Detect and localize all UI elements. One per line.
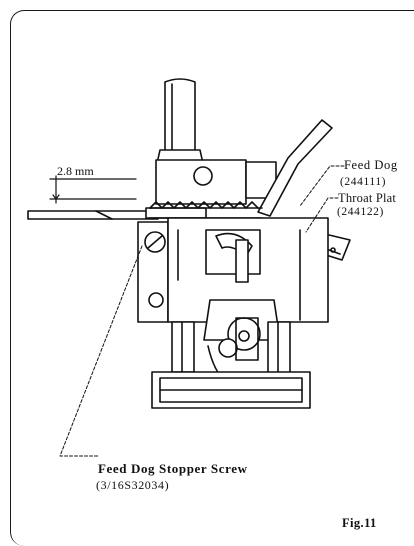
dimension-label: 2.8 mm (57, 164, 94, 178)
leader-lines (59, 165, 345, 457)
figure-frame (10, 10, 414, 546)
stopper-screw-icon (144, 231, 166, 308)
feed-dog-lever (257, 119, 333, 217)
feed-dog-label: Feed Dog (344, 158, 398, 172)
feed-dog-part-number: (244111) (340, 176, 387, 188)
upper-block (155, 159, 277, 205)
support-legs (171, 321, 291, 375)
needle-bar-shaft (155, 78, 205, 169)
stopper-screw-part-number: (3/16S32034) (96, 478, 170, 492)
main-body (137, 217, 329, 323)
figure-caption: Fig.11 (342, 516, 377, 530)
lower-linkage (203, 299, 281, 383)
base (151, 371, 311, 409)
stopper-screw-label: Feed Dog Stopper Screw (98, 461, 248, 476)
throat-plate-label: Throat Plat (338, 191, 397, 205)
dimension-arrow-icon (49, 175, 137, 204)
throat-plate-part-number: (244122) (337, 206, 384, 218)
